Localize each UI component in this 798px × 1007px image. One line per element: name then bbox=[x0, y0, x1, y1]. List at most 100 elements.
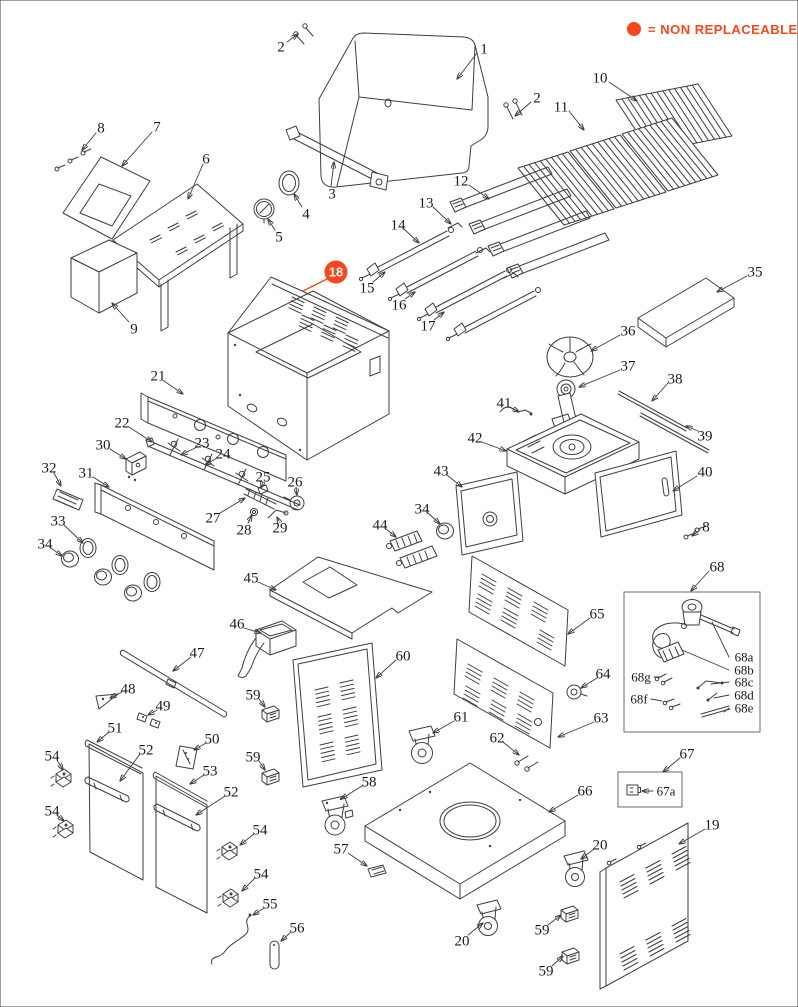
leader-line-2b bbox=[515, 101, 532, 116]
part-33-bezels-drawing bbox=[79, 538, 161, 592]
leader-line-61 bbox=[433, 720, 455, 733]
leader-line-1 bbox=[457, 52, 478, 79]
part-label-63: 63 bbox=[594, 710, 609, 726]
clip-glyph bbox=[261, 768, 280, 786]
part-4-bezel-ring-drawing bbox=[278, 170, 300, 196]
part-number-labels: 1223456788910111213141516171920202122232… bbox=[38, 34, 763, 979]
part-label-59d: 59 bbox=[539, 963, 554, 979]
leader-line-68d bbox=[713, 694, 730, 699]
leader-line-3 bbox=[330, 162, 334, 187]
leader-line-34a bbox=[50, 547, 62, 556]
part-label-22: 22 bbox=[115, 415, 130, 431]
part-label-12: 12 bbox=[454, 173, 469, 189]
leader-line-19 bbox=[679, 828, 706, 844]
part-label-4: 4 bbox=[302, 206, 310, 222]
part-label-52a: 52 bbox=[139, 742, 154, 758]
leader-line-34b bbox=[427, 512, 440, 524]
part-14-17-burner-tubes-drawing bbox=[358, 227, 541, 342]
leader-line-8a bbox=[82, 132, 97, 150]
part-62-screws-drawing bbox=[514, 755, 539, 772]
part-46-grease-funnel-drawing bbox=[237, 620, 297, 678]
part-label-2a: 2 bbox=[277, 39, 285, 55]
part-label-24: 24 bbox=[216, 446, 232, 462]
part-label-16: 16 bbox=[392, 297, 408, 313]
leader-line-2a bbox=[286, 34, 298, 43]
part-label-6: 6 bbox=[202, 151, 210, 167]
part-label-21: 21 bbox=[151, 368, 166, 384]
leader-line-52b bbox=[196, 795, 226, 815]
hinge-glyph bbox=[216, 841, 238, 861]
clip-glyph bbox=[261, 705, 280, 723]
part-label-56: 56 bbox=[290, 920, 306, 936]
part-label-55: 55 bbox=[263, 896, 278, 912]
part-36-side-burner-grate-drawing bbox=[546, 336, 594, 378]
part-label-68e: 68e bbox=[735, 701, 754, 716]
leader-line-10 bbox=[608, 81, 637, 101]
part-label-8a: 8 bbox=[97, 120, 105, 136]
part-label-5: 5 bbox=[275, 229, 283, 245]
leader-line-37 bbox=[579, 369, 621, 387]
part-label-52b: 52 bbox=[224, 784, 239, 800]
part-label-8b: 8 bbox=[702, 519, 710, 535]
leader-line-53 bbox=[190, 774, 205, 784]
part-label-29: 29 bbox=[273, 520, 288, 536]
leader-line-68e bbox=[723, 707, 730, 713]
part-7-back-panel-drawing bbox=[62, 156, 151, 240]
part-51-left-door-drawing bbox=[84, 739, 144, 881]
leader-line-16 bbox=[404, 292, 415, 300]
part-label-43: 43 bbox=[434, 463, 449, 479]
leader-line-65 bbox=[568, 617, 591, 634]
leader-line-14 bbox=[403, 228, 419, 243]
leader-line-8b bbox=[692, 529, 701, 536]
part-label-48: 48 bbox=[121, 681, 136, 697]
leader-line-20b bbox=[467, 923, 483, 936]
leader-line-20a bbox=[581, 848, 595, 859]
leader-line-49 bbox=[148, 709, 158, 715]
leader-line-58 bbox=[341, 785, 363, 799]
leader-line-28 bbox=[248, 515, 252, 524]
part-68-inset-box bbox=[623, 591, 761, 733]
part-label-2b: 2 bbox=[533, 90, 541, 106]
part-63-back-panel-lower-drawing bbox=[453, 638, 554, 749]
leader-line-17 bbox=[433, 312, 444, 321]
part-label-42: 42 bbox=[468, 430, 483, 446]
part-31-control-panel-drawing bbox=[94, 482, 215, 571]
leader-line-27 bbox=[219, 498, 245, 514]
leader-line-54a bbox=[56, 759, 63, 770]
part-57-clip-drawing bbox=[367, 864, 387, 878]
part-label-61: 61 bbox=[454, 709, 469, 725]
leader-line-68a bbox=[711, 621, 730, 658]
part-label-3: 3 bbox=[328, 186, 336, 202]
part-56-tube-drawing bbox=[269, 940, 280, 970]
leader-line-59a bbox=[258, 698, 265, 707]
part-label-54c: 54 bbox=[253, 822, 269, 838]
part-label-31: 31 bbox=[79, 465, 94, 481]
leader-line-59b bbox=[258, 760, 265, 770]
part-45-shelf-panel-drawing bbox=[269, 556, 433, 640]
part-12-heat-plates-drawing bbox=[449, 166, 610, 279]
clip-glyph bbox=[560, 905, 579, 923]
leader-line-68c bbox=[710, 681, 730, 685]
leader-line-57 bbox=[347, 852, 367, 866]
part-label-67a: 67a bbox=[657, 784, 676, 799]
part-label-26: 26 bbox=[288, 474, 304, 490]
valve-1 bbox=[167, 438, 181, 456]
part-65-back-panel-upper-drawing bbox=[468, 555, 569, 667]
leader-line-30 bbox=[109, 448, 126, 459]
leader-line-66 bbox=[549, 794, 579, 812]
part-label-39: 39 bbox=[698, 428, 713, 444]
leader-line-35 bbox=[717, 275, 748, 292]
part-label-41: 41 bbox=[497, 395, 512, 411]
part-61-caster-drawing bbox=[408, 725, 436, 764]
valve-3 bbox=[235, 468, 249, 486]
part-label-10: 10 bbox=[593, 70, 608, 86]
part-5-thermometer-drawing bbox=[253, 198, 275, 224]
part-label-34a: 34 bbox=[38, 536, 54, 552]
hinge-glyph bbox=[50, 768, 72, 788]
leader-line-12 bbox=[468, 184, 489, 199]
leader-line-56 bbox=[281, 931, 292, 941]
leader-line-39 bbox=[686, 426, 699, 432]
leader-line-52a bbox=[120, 753, 141, 781]
leader-line-24 bbox=[205, 457, 218, 465]
